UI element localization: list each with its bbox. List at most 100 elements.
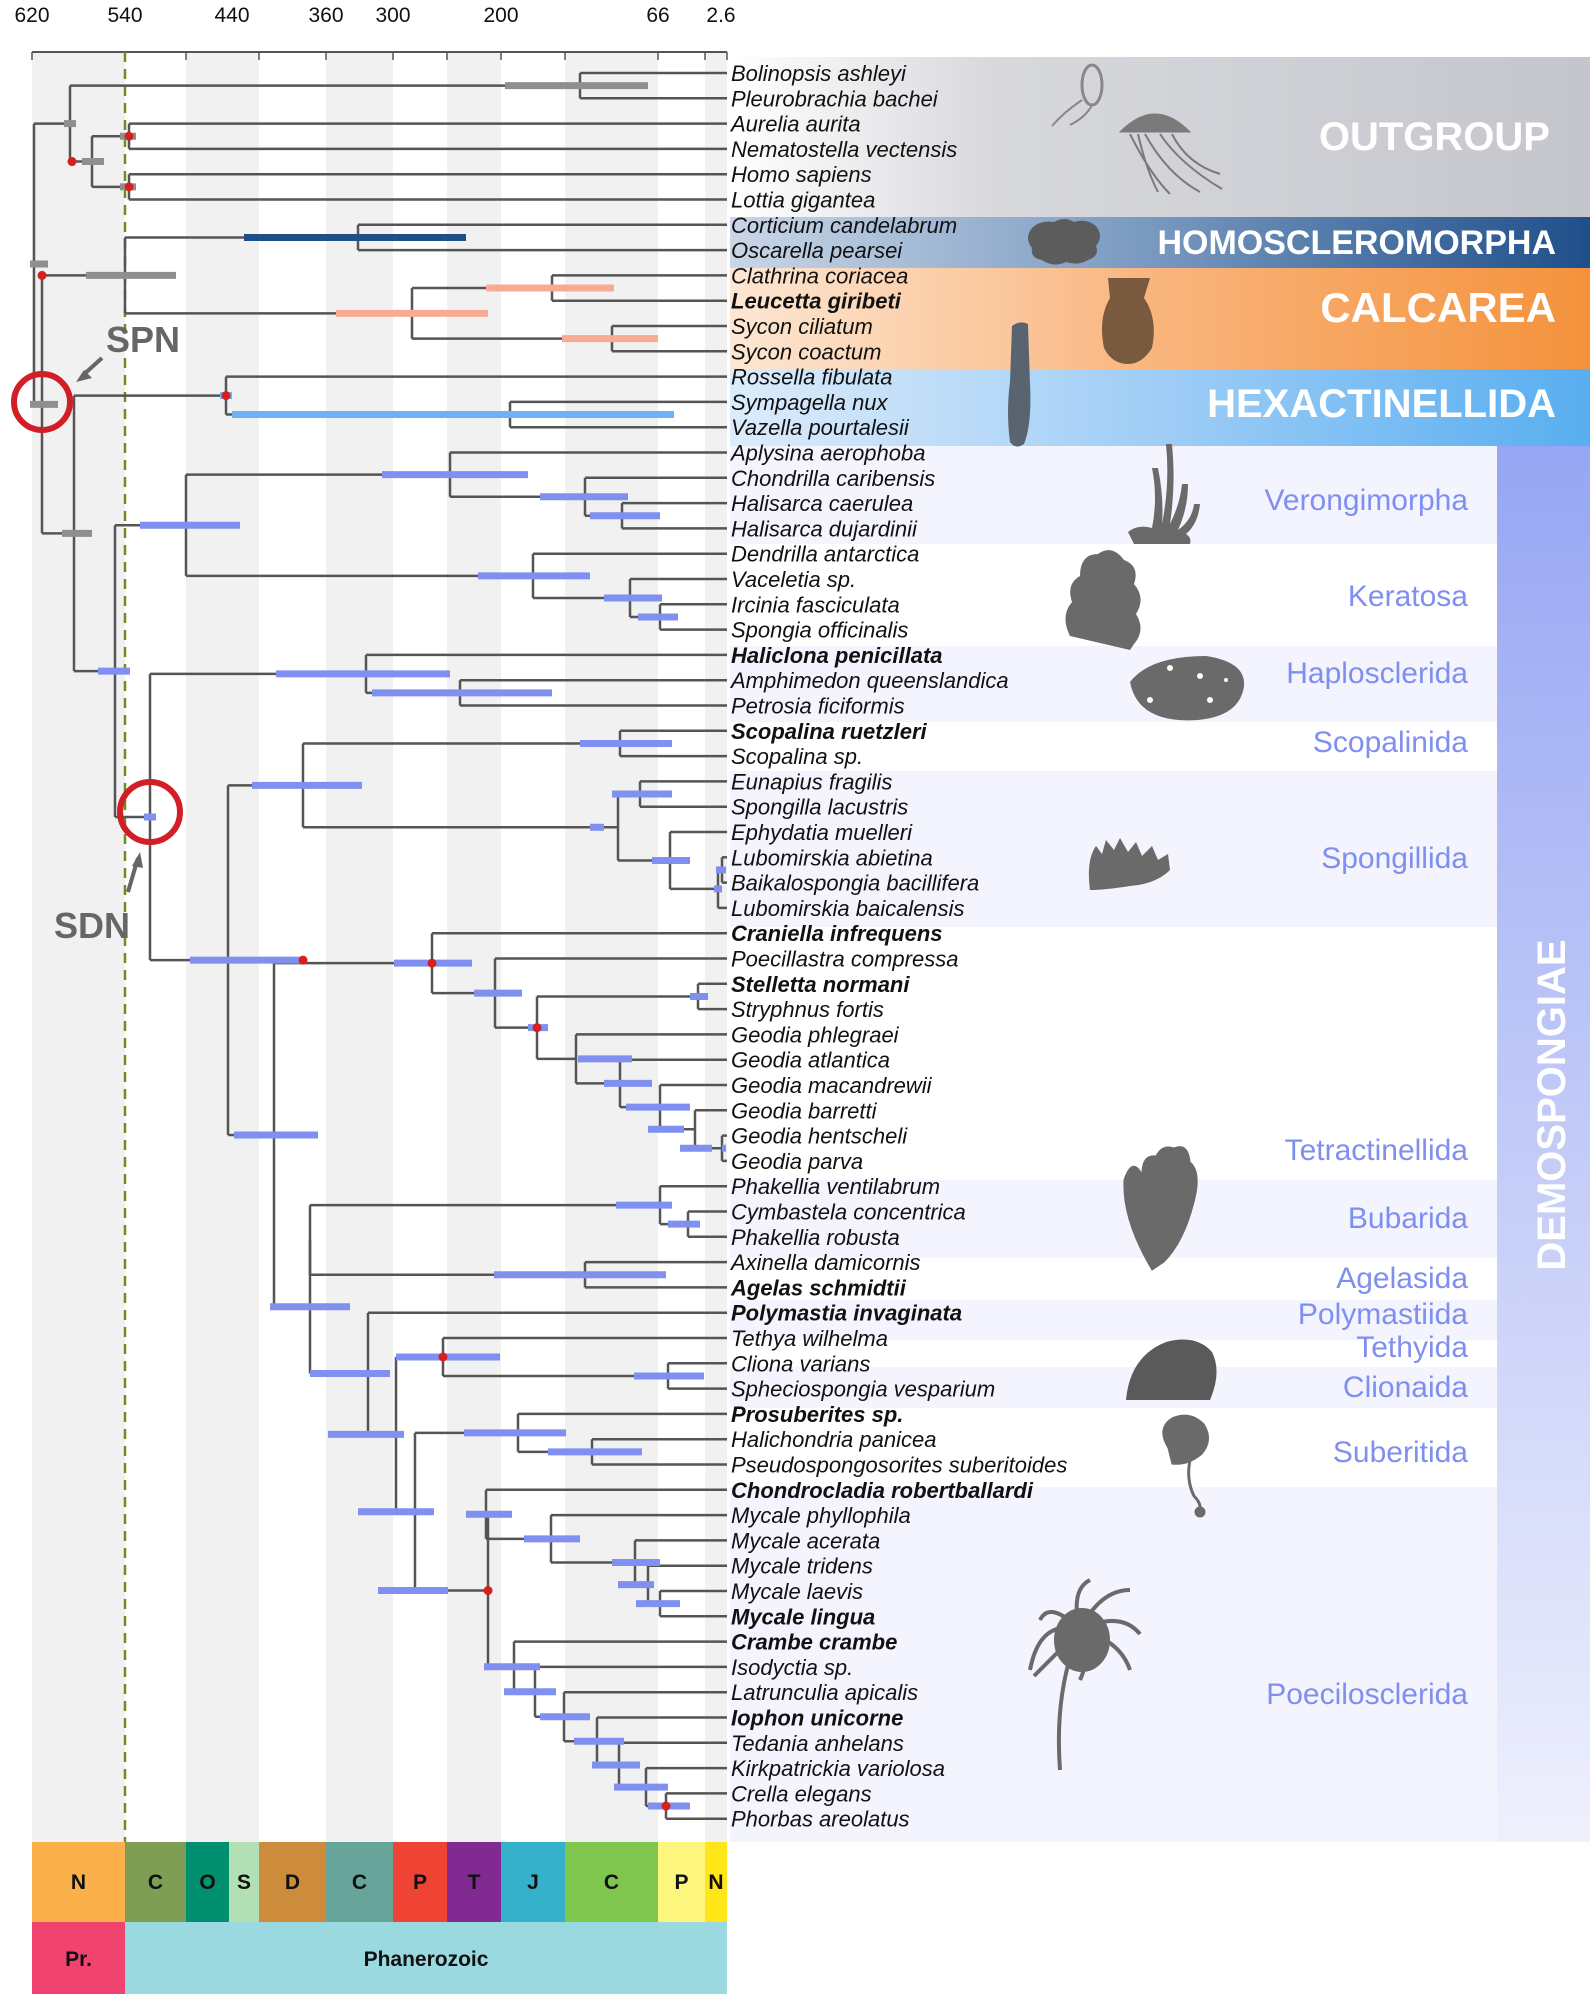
order-label-verongimorpha: Verongimorpha bbox=[1265, 484, 1469, 517]
taxon-label: Crambe crambe bbox=[731, 1630, 897, 1655]
taxon-label: Tethya wilhelma bbox=[731, 1326, 888, 1351]
taxon-label: Vaceletia sp. bbox=[731, 567, 856, 592]
period-cell bbox=[501, 1842, 565, 1922]
taxon-label: Tedania anhelans bbox=[731, 1731, 904, 1756]
calibration-point bbox=[124, 182, 134, 192]
period-label: N bbox=[71, 1871, 86, 1894]
period-cell bbox=[229, 1842, 259, 1922]
taxon-label: Stelletta normani bbox=[731, 972, 910, 997]
axis-tick-label: 440 bbox=[214, 4, 249, 27]
taxon-label: Scopalina sp. bbox=[731, 744, 863, 769]
order-band bbox=[730, 1180, 1497, 1258]
suberitida-silhouette bbox=[1162, 1414, 1209, 1518]
sdn-label: SDN bbox=[54, 905, 130, 946]
sdn-node-highlight bbox=[117, 779, 183, 845]
group-label-demospongiae: DEMOSPONGIAE bbox=[1530, 939, 1574, 1270]
sdn-arrow-head bbox=[132, 852, 143, 868]
period-cell bbox=[259, 1842, 326, 1922]
axis-tick-label: 540 bbox=[107, 4, 142, 27]
taxon-label: Geodia parva bbox=[731, 1149, 863, 1174]
taxon-label: Geodia atlantica bbox=[731, 1048, 890, 1073]
eon-cell bbox=[32, 1922, 125, 1994]
order-band bbox=[730, 1300, 1497, 1340]
taxon-label: Scopalina ruetzleri bbox=[731, 719, 928, 744]
period-label: S bbox=[237, 1871, 251, 1894]
jellyfish-silhouette bbox=[1118, 113, 1223, 195]
calibration-point bbox=[37, 270, 47, 280]
group-label-hexactinellida: HEXACTINELLIDA bbox=[1207, 382, 1556, 426]
axis-tick-label: 300 bbox=[375, 4, 410, 27]
taxon-label: Rossella fibulata bbox=[731, 365, 892, 390]
taxon-label: Crella elegans bbox=[731, 1781, 872, 1806]
order-label-agelasida: Agelasida bbox=[1336, 1262, 1468, 1295]
taxon-label: Poecillastra compressa bbox=[731, 947, 958, 972]
period-label: C bbox=[352, 1871, 367, 1894]
taxon-label: Sycon ciliatum bbox=[731, 314, 873, 339]
order-band bbox=[730, 927, 1497, 1180]
axis-tick-label: 200 bbox=[483, 4, 518, 27]
taxon-label: Latrunculia apicalis bbox=[731, 1680, 918, 1705]
taxon-label: Pleurobrachia bachei bbox=[731, 86, 939, 111]
taxon-label: Sympagella nux bbox=[731, 390, 889, 415]
order-band bbox=[730, 771, 1497, 927]
taxon-label: Polymastia invaginata bbox=[731, 1301, 962, 1326]
calibration-points bbox=[37, 131, 671, 1811]
order-label-bubarida: Bubarida bbox=[1348, 1202, 1468, 1235]
geologic-eons: Pr.Phanerozoic bbox=[32, 1922, 727, 1994]
taxon-label: Geodia phlegraei bbox=[731, 1022, 900, 1047]
order-band bbox=[730, 646, 1497, 722]
taxon-label: Bolinopsis ashleyi bbox=[731, 61, 907, 86]
axis-tick-label: 66 bbox=[646, 4, 669, 27]
group-band-calcarea bbox=[730, 268, 1590, 369]
taxon-label: Geodia barretti bbox=[731, 1098, 878, 1123]
taxon-label: Lubomirskia abietina bbox=[731, 845, 933, 870]
calibration-point bbox=[124, 131, 134, 141]
period-cell bbox=[32, 1842, 125, 1922]
order-label-poecilosclerida: Poecilosclerida bbox=[1266, 1678, 1468, 1711]
order-bands bbox=[730, 446, 1497, 1842]
taxon-label: Geodia macandrewii bbox=[731, 1073, 933, 1098]
order-label-haplosclerida: Haplosclerida bbox=[1286, 657, 1468, 690]
taxon-label: Phorbas areolatus bbox=[731, 1807, 910, 1832]
period-label: D bbox=[285, 1871, 300, 1894]
period-cell bbox=[125, 1842, 186, 1922]
hexactinellid-silhouette bbox=[1008, 322, 1031, 447]
period-label: N bbox=[708, 1871, 723, 1894]
tethyida-silhouette bbox=[1126, 1339, 1217, 1400]
axis-tick-label: 360 bbox=[308, 4, 343, 27]
calibration-point bbox=[427, 958, 437, 968]
taxon-label: Isodyctia sp. bbox=[731, 1655, 853, 1680]
taxon-label: Chondrilla caribensis bbox=[731, 466, 935, 491]
calibration-point bbox=[661, 1801, 671, 1811]
taxon-label: Mycale lingua bbox=[731, 1604, 875, 1629]
taxon-label: Petrosia ficiformis bbox=[731, 694, 905, 719]
taxon-label: Haliclona penicillata bbox=[731, 643, 943, 668]
axis-tick-label: 620 bbox=[14, 4, 49, 27]
order-label-suberitida: Suberitida bbox=[1333, 1436, 1468, 1469]
taxon-label: Cliona varians bbox=[731, 1351, 870, 1376]
period-label: J bbox=[527, 1871, 539, 1894]
order-band bbox=[730, 1258, 1497, 1300]
period-label: T bbox=[468, 1871, 481, 1894]
bubarida-silhouette bbox=[1123, 1146, 1198, 1271]
order-band bbox=[730, 722, 1497, 771]
spn-arrow-head bbox=[76, 370, 92, 382]
order-label-tetractinellida: Tetractinellida bbox=[1285, 1134, 1469, 1167]
spongillida-silhouette bbox=[1088, 838, 1170, 890]
order-label-keratosa: Keratosa bbox=[1348, 580, 1468, 613]
taxon-label: Vazella pourtalesii bbox=[731, 415, 910, 440]
taxon-label: Stryphnus fortis bbox=[731, 997, 884, 1022]
period-label: O bbox=[199, 1871, 215, 1894]
order-label-clionaida: Clionaida bbox=[1343, 1371, 1468, 1404]
period-cell bbox=[565, 1842, 658, 1922]
eon-cell bbox=[125, 1922, 727, 1994]
time-stripes bbox=[32, 52, 727, 1842]
order-band bbox=[730, 1340, 1497, 1367]
calibration-point bbox=[67, 157, 77, 167]
order-label-spongillida: Spongillida bbox=[1321, 842, 1468, 875]
calcarea-silhouette bbox=[1102, 278, 1154, 364]
calibration-point bbox=[221, 391, 231, 401]
keratosa-silhouette bbox=[1065, 550, 1141, 650]
taxon-label: Iophon unicorne bbox=[731, 1706, 903, 1731]
eon-label: Pr. bbox=[65, 1948, 92, 1971]
